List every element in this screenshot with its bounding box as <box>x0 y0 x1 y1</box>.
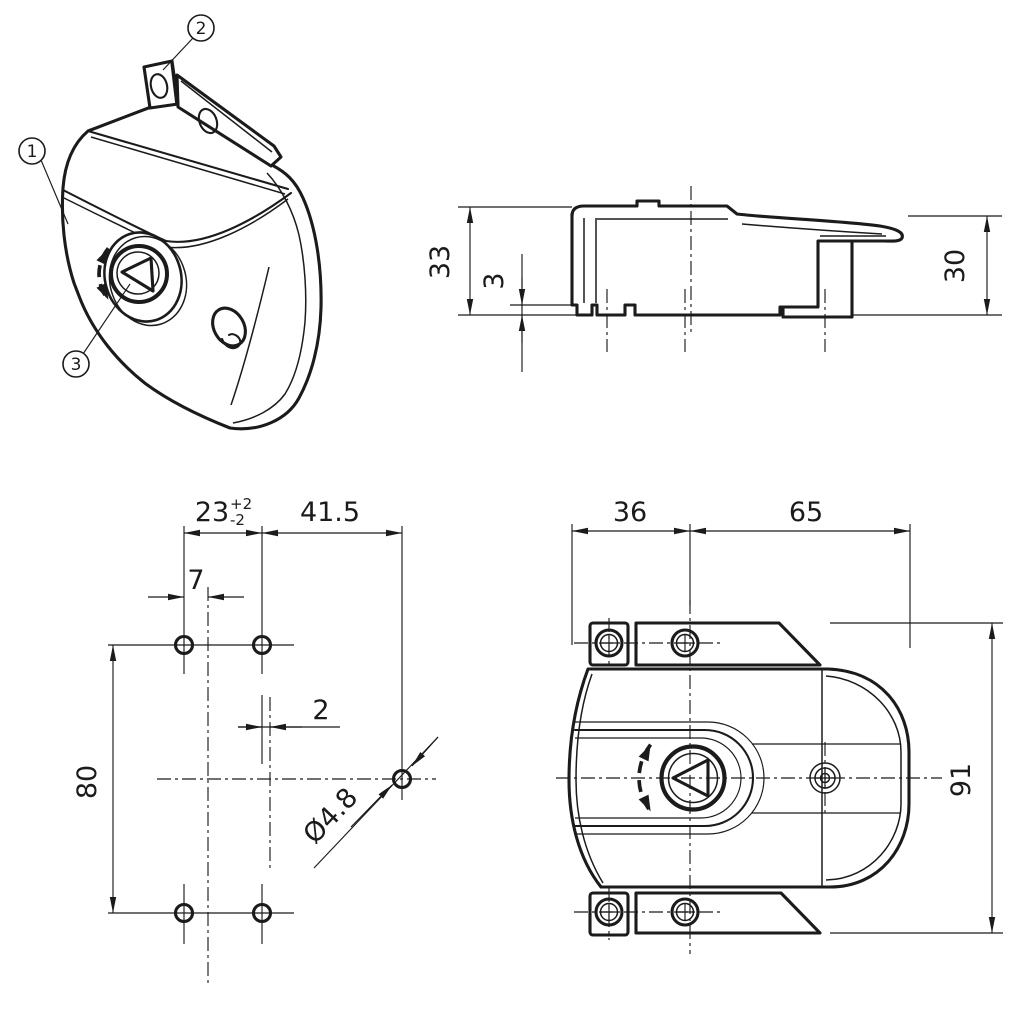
mounting-hole <box>173 634 195 656</box>
callout-1-label: 1 <box>27 142 38 162</box>
dim-65-text: 65 <box>789 497 823 528</box>
mounting-hole-pattern-view: 23 +2 -2 41.5 7 2 80 <box>72 495 439 985</box>
rotation-arrow-down-icon <box>96 282 109 300</box>
dim-panel-lip-3: 3 <box>479 254 526 372</box>
callout-3: 3 <box>62 283 131 378</box>
front-body-inner-left <box>575 673 604 884</box>
dim-dia-4-8-text: Ø4.8 <box>297 782 364 850</box>
rotation-arrow-up-icon <box>638 744 651 762</box>
latch-body-outline <box>60 105 323 431</box>
callout-3-leader <box>82 283 131 355</box>
dim-80-text: 80 <box>72 765 103 799</box>
front-view: 36 65 91 <box>556 497 1003 954</box>
bottom-mounting-plate <box>634 891 822 935</box>
dim-width-65: 65 <box>690 497 910 535</box>
dim-offset-2: 2 <box>238 695 340 731</box>
callout-1-balloon <box>18 137 46 165</box>
dim-3-text: 3 <box>479 272 510 289</box>
isometric-view: 1 2 3 <box>18 14 323 431</box>
callout-2: 2 <box>162 14 215 71</box>
side-profile-lower <box>570 212 785 317</box>
dim-23-tol-plus: +2 <box>230 495 252 513</box>
dim-33-text: 33 <box>425 245 456 279</box>
top-mounting-plate <box>634 621 822 667</box>
face-band-edge <box>61 188 293 243</box>
dim-height-91: 91 <box>946 623 996 933</box>
dim-hole-pitch-23: 23 +2 -2 <box>184 495 262 537</box>
dim-hook-height-30: 30 <box>940 216 991 315</box>
callout-2-label: 2 <box>196 19 207 39</box>
mounting-hole <box>251 902 273 924</box>
body-thickness-edge <box>232 172 307 424</box>
dim-hole-diameter-4-8: Ø4.8 <box>297 736 439 869</box>
plate-screw-hole <box>197 107 219 135</box>
dim-91-text: 91 <box>946 763 977 797</box>
callout-1-leader <box>40 159 69 225</box>
dim-7-text: 7 <box>187 565 204 596</box>
dim-23-tol-minus: -2 <box>230 511 245 529</box>
dim-offset-7: 7 <box>148 565 244 601</box>
top-face-edge-inner <box>90 136 286 195</box>
dim-23-text: 23 <box>195 497 229 528</box>
top-pad-edge <box>170 61 177 105</box>
hook-inner-line-1 <box>741 223 883 235</box>
socket-ring-inner <box>116 251 160 295</box>
dim-41-5-text: 41.5 <box>300 497 360 528</box>
callout-2-balloon <box>187 14 215 42</box>
callout-1: 1 <box>18 137 69 225</box>
mounting-hole <box>251 634 273 656</box>
dim-30-text: 30 <box>940 249 971 283</box>
latch-clearance-hole <box>391 768 413 790</box>
pad-screw-hole <box>149 73 169 99</box>
top-pad <box>142 59 180 110</box>
boss-band-mid <box>573 728 754 828</box>
rotation-arrow-up-icon <box>96 248 109 266</box>
triangle-socket <box>120 256 155 293</box>
dim-36-text: 36 <box>613 497 647 528</box>
side-view: 33 3 30 <box>425 186 1002 372</box>
dim-2-text: 2 <box>312 695 329 726</box>
dim-overall-height-33: 33 <box>425 207 474 315</box>
face-split-line <box>230 266 270 406</box>
dim-pitch-80: 80 <box>72 645 117 913</box>
callout-3-label: 3 <box>71 355 82 375</box>
side-hole-tab <box>220 333 242 350</box>
mounting-hole <box>173 902 195 924</box>
rotation-arrow-down-icon <box>638 794 651 812</box>
mounting-plate-inner-edge <box>180 80 273 153</box>
dim-offset-41-5: 41.5 <box>262 497 402 537</box>
dim-width-36: 36 <box>572 497 690 535</box>
cam-boss-oval-offset <box>108 235 188 327</box>
top-face-edge <box>86 129 290 191</box>
callout-2-leader <box>162 37 194 71</box>
side-profile-upper <box>570 199 904 319</box>
callout-3-balloon <box>62 350 90 378</box>
